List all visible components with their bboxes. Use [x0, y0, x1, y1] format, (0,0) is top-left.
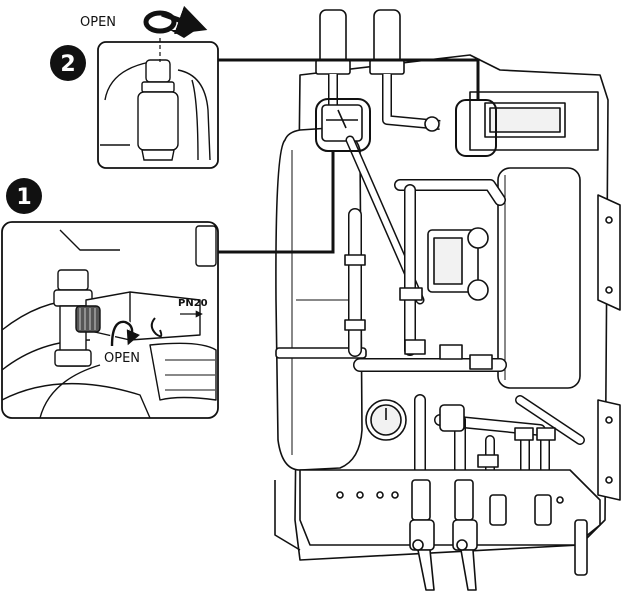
valve-marking: PN20	[178, 298, 208, 309]
step-2-badge: 2	[50, 45, 86, 81]
step-1-open-label: OPEN	[104, 351, 140, 366]
detail-panel-2	[97, 41, 219, 169]
step-1-number: 1	[16, 185, 31, 210]
fittings	[344, 254, 556, 468]
valve-highlight-2	[455, 99, 497, 157]
step-1-badge: 1	[6, 178, 42, 214]
rotate-open-arrow-icon	[143, 5, 208, 38]
curved-open-arrow-icon	[109, 319, 141, 347]
bottom-outlets	[409, 479, 588, 591]
expansion-vessel	[275, 127, 363, 471]
heating-unit	[274, 9, 621, 591]
step-2-open-label: OPEN	[80, 15, 116, 30]
valve-highlight-1	[315, 98, 371, 152]
circulation-pump	[427, 227, 489, 301]
pressure-gauge	[365, 399, 407, 441]
bottom-tray	[299, 469, 601, 546]
detail-panel-1: PN20	[1, 221, 219, 419]
step-2-number: 2	[60, 52, 75, 77]
leader-line-1	[218, 151, 335, 254]
open-instruction-2: OPEN	[80, 5, 208, 62]
leader-line-2	[218, 58, 480, 100]
right-bracket	[597, 194, 621, 311]
air-vent-valve	[321, 104, 363, 142]
heat-exchanger	[497, 167, 581, 389]
top-pipes	[315, 9, 441, 132]
